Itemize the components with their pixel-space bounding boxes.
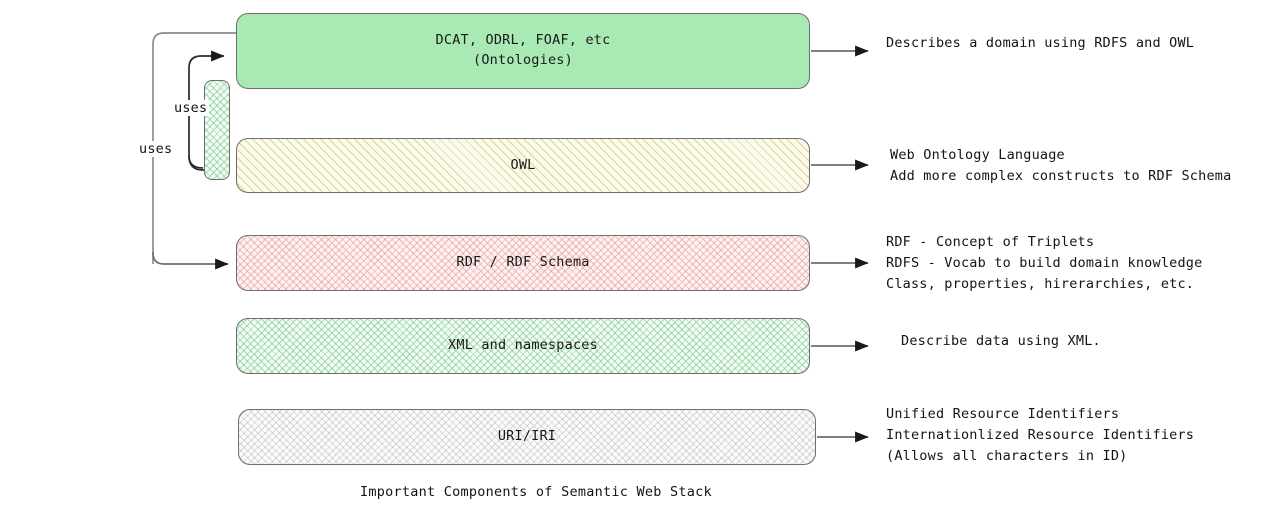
note-uri: Unified Resource Identifiers Internation… — [886, 406, 1195, 464]
layer-label-uri: URI/IRI — [497, 428, 557, 445]
diagram-caption: Important Components of Semantic Web Sta… — [360, 484, 712, 500]
layer-label-ontologies: DCAT, ODRL, FOAF, etc (Ontologies) — [435, 32, 611, 68]
uses-outer-arrow — [152, 252, 229, 270]
note-ontologies: Describes a domain using RDFS and OWL — [886, 35, 1195, 51]
note-rdf: RDF - Concept of Triplets RDFS - Vocab t… — [886, 234, 1203, 292]
layer-box-uri[interactable]: URI/IRI — [238, 409, 816, 465]
note-xml: Describe data using XML. — [901, 333, 1101, 349]
layer-box-rdf[interactable]: RDF / RDF Schema — [236, 235, 810, 291]
layer-label-rdf: RDF / RDF Schema — [456, 254, 590, 271]
layer-box-ontologies[interactable]: DCAT, ODRL, FOAF, etc (Ontologies) — [236, 13, 810, 89]
layer-label-owl: OWL — [510, 156, 536, 173]
edge-label-uses-inner: uses — [172, 100, 210, 116]
layer-label-xml: XML and namespaces — [448, 337, 598, 354]
layer-box-xml[interactable]: XML and namespaces — [236, 318, 810, 374]
layer-box-owl[interactable]: OWL — [236, 138, 810, 193]
connector-bar — [204, 80, 230, 180]
note-owl: Web Ontology Language Add more complex c… — [890, 147, 1232, 184]
edge-label-uses-outer: uses — [137, 141, 175, 157]
